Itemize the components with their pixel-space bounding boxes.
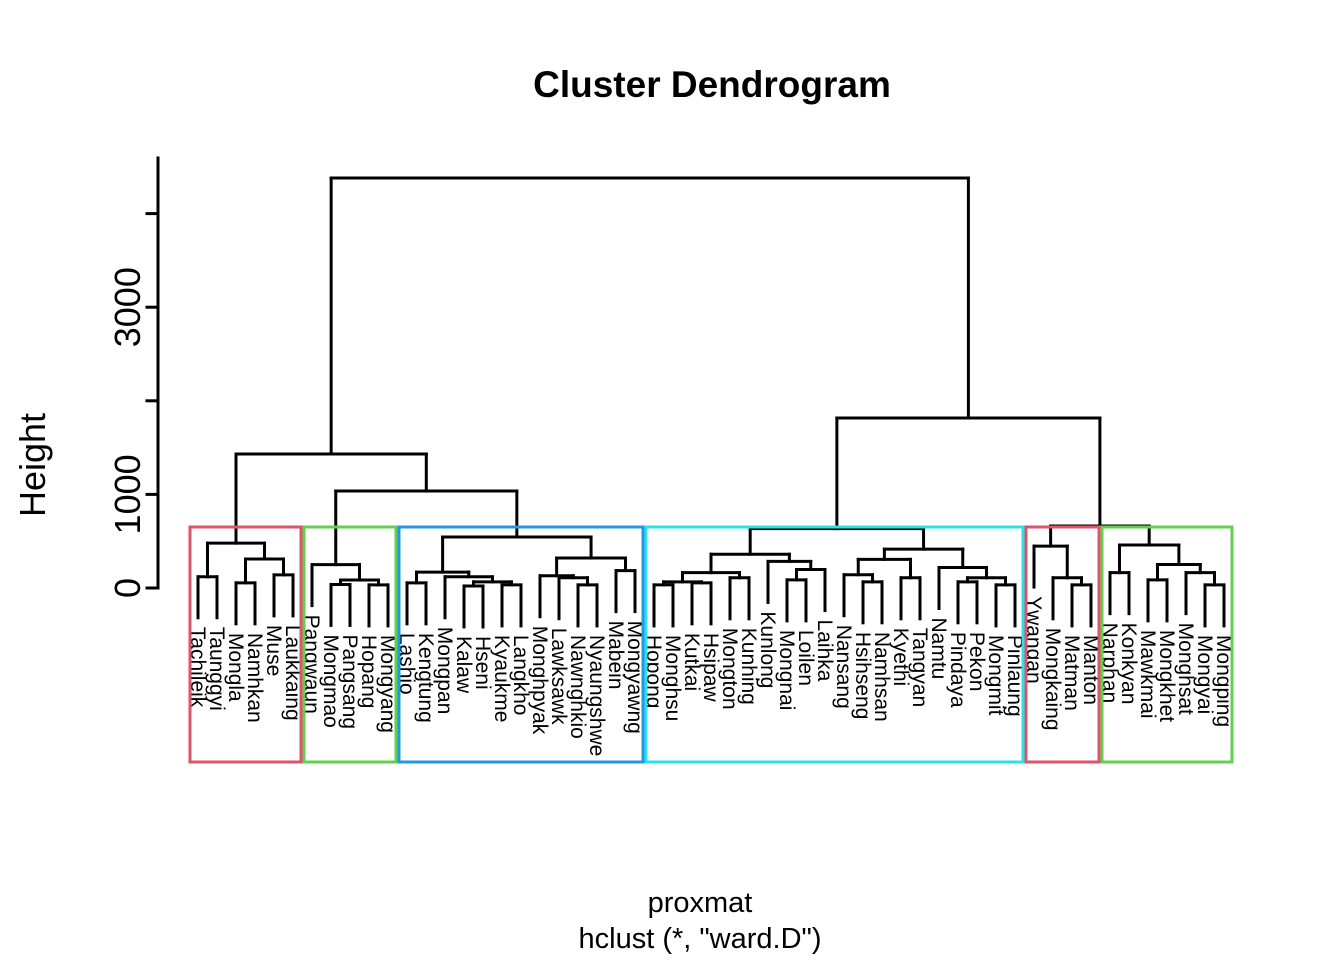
leaf-label: Hopong	[642, 635, 665, 709]
leaf-label: Mongping	[1212, 635, 1235, 727]
leaf-label: Mongla	[224, 633, 247, 702]
y-axis-tick-label: 1000	[107, 454, 148, 534]
chart-title: Cluster Dendrogram	[533, 64, 891, 105]
leaf-label: Tangyan	[908, 628, 931, 707]
y-axis-tick-label: 3000	[107, 267, 148, 347]
leaf-label: Nawnghkio	[566, 635, 589, 739]
cluster-box	[188, 525, 303, 764]
leaf-label: Langkho	[509, 635, 532, 716]
leaf-label: Mongyai	[1193, 635, 1216, 714]
leaf-label: Lawksawk	[547, 628, 570, 725]
leaf-label: Kalaw	[452, 636, 475, 694]
leaf-label: Mongkaing	[1041, 628, 1064, 731]
x-axis-caption-data: proxmat	[648, 887, 753, 919]
leaf-label: Pangwaun	[300, 615, 323, 714]
leaf-label: Mongyawng	[623, 621, 646, 734]
leaf-label: Hseni	[471, 636, 494, 690]
leaf-label: Kyaukme	[490, 635, 513, 723]
leaf-label: Mongmit	[984, 635, 1007, 716]
leaf-label: Namhkan	[243, 633, 266, 723]
leaf-label: Mongton	[718, 628, 741, 710]
leaf-label: Monghsu	[661, 635, 684, 721]
leaf-label: Mawkmai	[1136, 630, 1159, 719]
leaf-label: Mabein	[604, 621, 627, 690]
leaf-label: Muse	[262, 625, 285, 676]
leaf-label: Nansang	[832, 625, 855, 709]
leaf-label: Kyethi	[889, 628, 912, 686]
leaf-label: Kutkai	[680, 633, 703, 691]
leaf-label: Namtu	[927, 618, 950, 680]
leaf-label: Mongkhet	[1155, 630, 1178, 722]
leaf-label: Pinlaung	[1003, 635, 1026, 717]
leaf-label: Ywangan	[1022, 596, 1045, 684]
leaf-label: Narphan	[1098, 623, 1121, 704]
leaf-label: Kunhing	[737, 628, 760, 705]
cluster-box	[302, 525, 398, 764]
leaf-label: Taunggyi	[205, 627, 228, 711]
leaf-label: Monghpyak	[528, 626, 551, 735]
leaf-label: Lashio	[395, 633, 418, 695]
x-axis-caption-method: hclust (*, "ward.D")	[579, 923, 822, 955]
leaf-label: Nyaungshwe	[585, 635, 608, 756]
leaf-label: Kunlong	[756, 611, 779, 688]
cluster-box	[397, 525, 645, 764]
leaf-label: Manton	[1079, 635, 1102, 705]
leaf-label: Pekon	[965, 632, 988, 692]
leaf-label: Mongpan	[433, 627, 456, 715]
leaf-label: Mongmao	[319, 634, 342, 727]
y-axis-title: Height	[12, 413, 53, 517]
leaf-label: Laihka	[813, 620, 836, 682]
cluster-box	[644, 525, 1025, 764]
leaf-label: Hsihseng	[851, 632, 874, 720]
cluster-box	[1024, 525, 1101, 764]
leaf-label: Mongnai	[775, 630, 798, 711]
leaf-label: Tachileik	[186, 627, 209, 708]
leaf-label: Matman	[1060, 635, 1083, 711]
leaf-label: Hsipaw	[699, 633, 722, 703]
leaf-label: Konkyan	[1117, 623, 1140, 705]
leaf-label: Mongyang	[376, 635, 399, 733]
leaf-label: Hopang	[357, 635, 380, 709]
leaf-label: Pangsang	[338, 634, 361, 729]
y-axis-tick-label: 0	[107, 578, 148, 598]
leaf-label: Monghsat	[1174, 623, 1197, 715]
cluster-box	[1100, 525, 1234, 764]
leaf-label: Pindaya	[946, 632, 969, 708]
leaf-label: Kengtung	[414, 633, 437, 723]
leaf-label: Namhsan	[870, 632, 893, 722]
leaf-label: Laukkaing	[281, 625, 304, 721]
leaf-label: Loilen	[794, 630, 817, 686]
